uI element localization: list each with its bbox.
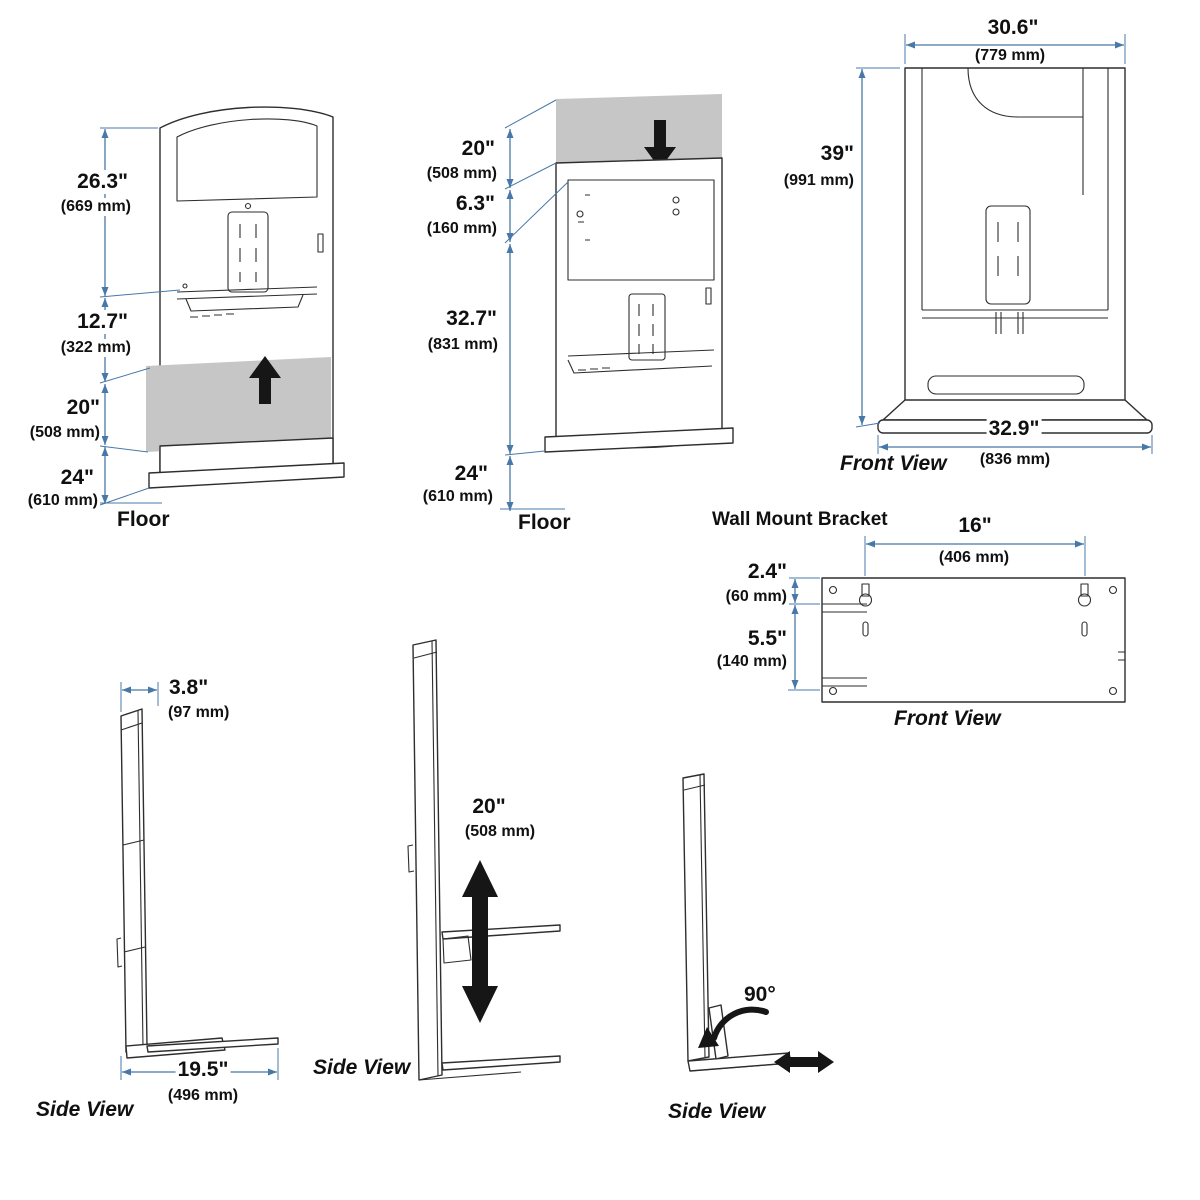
dim-label-mm: (610 mm)	[420, 488, 495, 507]
dim-label-mm: (836 mm)	[977, 451, 1053, 470]
lift-range-shading	[146, 357, 331, 452]
dim-label: 32.9"	[986, 417, 1042, 442]
floor-label: Floor	[516, 511, 573, 536]
dim-label: 39"	[818, 142, 856, 167]
rotate-90-arrow-icon	[711, 1006, 769, 1041]
wall-mount-bracket-drawing	[788, 536, 1126, 703]
dim-label-mm: (160 mm)	[424, 220, 499, 239]
bracket-title: Wall Mount Bracket	[712, 509, 888, 530]
dim-label: 20"	[64, 396, 102, 421]
dim-label: 19.5"	[175, 1058, 231, 1083]
slide-arrow-icon	[774, 1051, 834, 1073]
lift-up-arrow-icon	[249, 356, 281, 404]
view-caption: Side View	[313, 1056, 411, 1079]
dim-label: 5.5"	[745, 627, 789, 652]
front-view-full-drawing	[855, 34, 1153, 454]
angle-label: 90°	[744, 983, 776, 1006]
view-caption: Side View	[36, 1098, 134, 1121]
dim-label-mm: (496 mm)	[165, 1087, 241, 1106]
rotate-90-arrowhead-icon	[698, 1027, 719, 1048]
front-view-raised-drawing	[95, 106, 345, 506]
side-view-right-drawing	[682, 773, 834, 1073]
view-caption: Front View	[894, 707, 1001, 730]
side-view-left-drawing	[116, 682, 279, 1080]
dim-label: 6.3"	[453, 192, 497, 217]
dim-label-mm: (322 mm)	[58, 339, 133, 358]
dim-label: 20"	[470, 795, 508, 820]
dim-label-mm: (140 mm)	[714, 653, 789, 672]
floor-label: Floor	[115, 508, 172, 533]
dim-label-mm: (97 mm)	[166, 704, 232, 723]
dim-label-mm: (669 mm)	[58, 198, 133, 217]
dim-label-mm: (60 mm)	[723, 588, 789, 607]
dim-label: 3.8"	[167, 676, 211, 701]
dim-label-mm: (610 mm)	[25, 492, 100, 511]
dim-label: 12.7"	[75, 310, 130, 335]
dim-label: 26.3"	[75, 170, 130, 195]
dim-label: 32.7"	[444, 307, 499, 332]
lower-down-arrow-icon	[644, 120, 676, 169]
height-adjust-arrow-icon	[462, 860, 498, 1023]
side-view-middle-drawing	[407, 639, 561, 1081]
front-view-lowered-drawing	[500, 94, 734, 511]
view-caption: Side View	[668, 1100, 766, 1123]
dim-label-mm: (991 mm)	[781, 172, 856, 191]
dim-label: 20"	[459, 137, 497, 162]
dim-label: 16"	[956, 514, 994, 539]
dim-label-mm: (508 mm)	[27, 424, 102, 443]
dim-label: 30.6"	[985, 16, 1041, 41]
view-caption: Front View	[840, 452, 947, 475]
dim-label: 24"	[58, 466, 96, 491]
dim-label-mm: (406 mm)	[936, 549, 1012, 568]
dim-label-mm: (508 mm)	[424, 165, 499, 184]
dim-label: 2.4"	[745, 560, 789, 585]
dim-label-mm: (508 mm)	[462, 823, 538, 842]
lift-range-shading	[556, 94, 722, 163]
dim-label-mm: (779 mm)	[972, 47, 1048, 66]
dim-label: 24"	[452, 462, 490, 487]
dim-label-mm: (831 mm)	[425, 336, 500, 355]
